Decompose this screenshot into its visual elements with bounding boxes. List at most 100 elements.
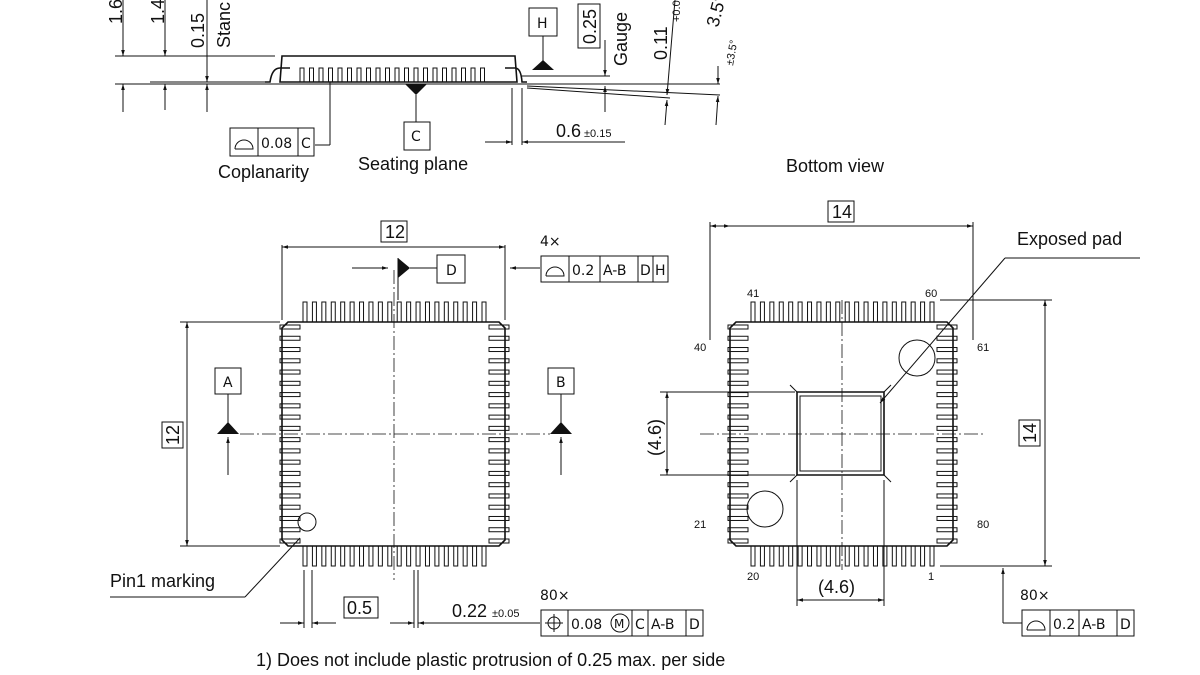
pin bbox=[279, 437, 301, 443]
pin bbox=[769, 545, 775, 567]
pin bbox=[936, 335, 958, 341]
pin bbox=[453, 545, 459, 567]
pin bbox=[279, 538, 301, 544]
pin bbox=[788, 301, 794, 323]
pin bbox=[330, 301, 336, 323]
pin bbox=[309, 67, 314, 83]
gauge-value: 0.25 bbox=[580, 9, 600, 44]
pin bbox=[750, 301, 756, 323]
pitch-dim: 0.5 bbox=[347, 598, 372, 618]
pin bbox=[872, 545, 878, 567]
coplanarity-datum: C bbox=[301, 136, 311, 152]
pin bbox=[462, 301, 468, 323]
pin bbox=[443, 301, 449, 323]
pin bbox=[488, 335, 510, 341]
pin bbox=[488, 538, 510, 544]
pin bbox=[727, 403, 749, 409]
pin bbox=[920, 301, 926, 323]
pin-number-21: 21 bbox=[694, 519, 706, 531]
position-datum: D bbox=[689, 617, 700, 633]
datum-a-label: A bbox=[223, 375, 233, 391]
pin bbox=[321, 545, 327, 567]
pin bbox=[936, 437, 958, 443]
pin bbox=[727, 392, 749, 398]
pin bbox=[488, 437, 510, 443]
pin bbox=[424, 301, 430, 323]
pin bbox=[396, 545, 402, 567]
pin bbox=[891, 545, 897, 567]
pad-width-dim: (4.6) bbox=[818, 577, 855, 597]
profile-surface-icon bbox=[234, 139, 254, 150]
pin bbox=[936, 459, 958, 465]
pin bbox=[854, 301, 860, 323]
pin bbox=[797, 545, 803, 567]
pin bbox=[461, 67, 466, 83]
angle-tol: ±3.5° bbox=[724, 39, 740, 66]
pin bbox=[488, 403, 510, 409]
pin bbox=[279, 358, 301, 364]
top-body bbox=[281, 321, 506, 547]
profile-frame-bottom bbox=[1021, 609, 1135, 637]
pin bbox=[385, 67, 390, 83]
pin bbox=[368, 545, 374, 567]
pin bbox=[349, 545, 355, 567]
top-view: 12 12 D 4× 0.2 A-B D H A B Pin1 marki bbox=[110, 220, 704, 637]
pin bbox=[936, 347, 958, 353]
pin bbox=[863, 301, 869, 323]
pin bbox=[488, 482, 510, 488]
pin bbox=[321, 301, 327, 323]
bottom-height-dim: 14 bbox=[1020, 423, 1040, 443]
pin bbox=[404, 67, 409, 83]
pin bbox=[279, 414, 301, 420]
pin bbox=[488, 459, 510, 465]
pin bbox=[844, 545, 850, 567]
standoff-dim: 0.15 bbox=[188, 13, 208, 48]
pin bbox=[835, 301, 841, 323]
pin bbox=[413, 67, 419, 83]
pin bbox=[481, 301, 487, 323]
pin bbox=[901, 545, 907, 567]
datum-h-label: H bbox=[537, 16, 548, 32]
pin-number-20: 20 bbox=[747, 571, 759, 583]
lead-width-dim: 0.22 bbox=[452, 601, 487, 621]
pin bbox=[279, 470, 301, 476]
top-width-dim: 12 bbox=[385, 222, 405, 242]
pin bbox=[279, 369, 301, 375]
pin bbox=[769, 301, 775, 323]
footnote: 1) Does not include plastic protrusion o… bbox=[256, 650, 725, 670]
pin bbox=[936, 538, 958, 544]
pin bbox=[488, 470, 510, 476]
pin bbox=[816, 545, 822, 567]
pin bbox=[936, 369, 958, 375]
pin bbox=[727, 515, 749, 521]
pin bbox=[929, 301, 935, 323]
datum-c-label: C bbox=[411, 129, 421, 145]
pin bbox=[910, 301, 916, 323]
standoff-label: Stanc bbox=[214, 2, 234, 48]
position-datum: A-B bbox=[651, 617, 674, 633]
pin bbox=[488, 414, 510, 420]
pin bbox=[377, 545, 383, 567]
pin bbox=[406, 301, 412, 323]
pin bbox=[488, 448, 510, 454]
pin bbox=[727, 425, 749, 431]
pin bbox=[936, 358, 958, 364]
exposed-pad-label: Exposed pad bbox=[1017, 229, 1122, 249]
bottom-profile-datum: A-B bbox=[1082, 617, 1105, 633]
top-height-dim: 12 bbox=[163, 425, 183, 445]
pin bbox=[279, 493, 301, 499]
pin bbox=[387, 301, 393, 323]
pin bbox=[415, 545, 421, 567]
pin bbox=[470, 67, 476, 83]
pin bbox=[356, 67, 362, 83]
pin bbox=[727, 504, 749, 510]
pin bbox=[727, 380, 749, 386]
pin bbox=[488, 392, 510, 398]
pin bbox=[778, 545, 784, 567]
pin bbox=[936, 380, 958, 386]
pin bbox=[299, 67, 305, 83]
pin bbox=[936, 515, 958, 521]
pin bbox=[797, 301, 803, 323]
pin bbox=[727, 459, 749, 465]
